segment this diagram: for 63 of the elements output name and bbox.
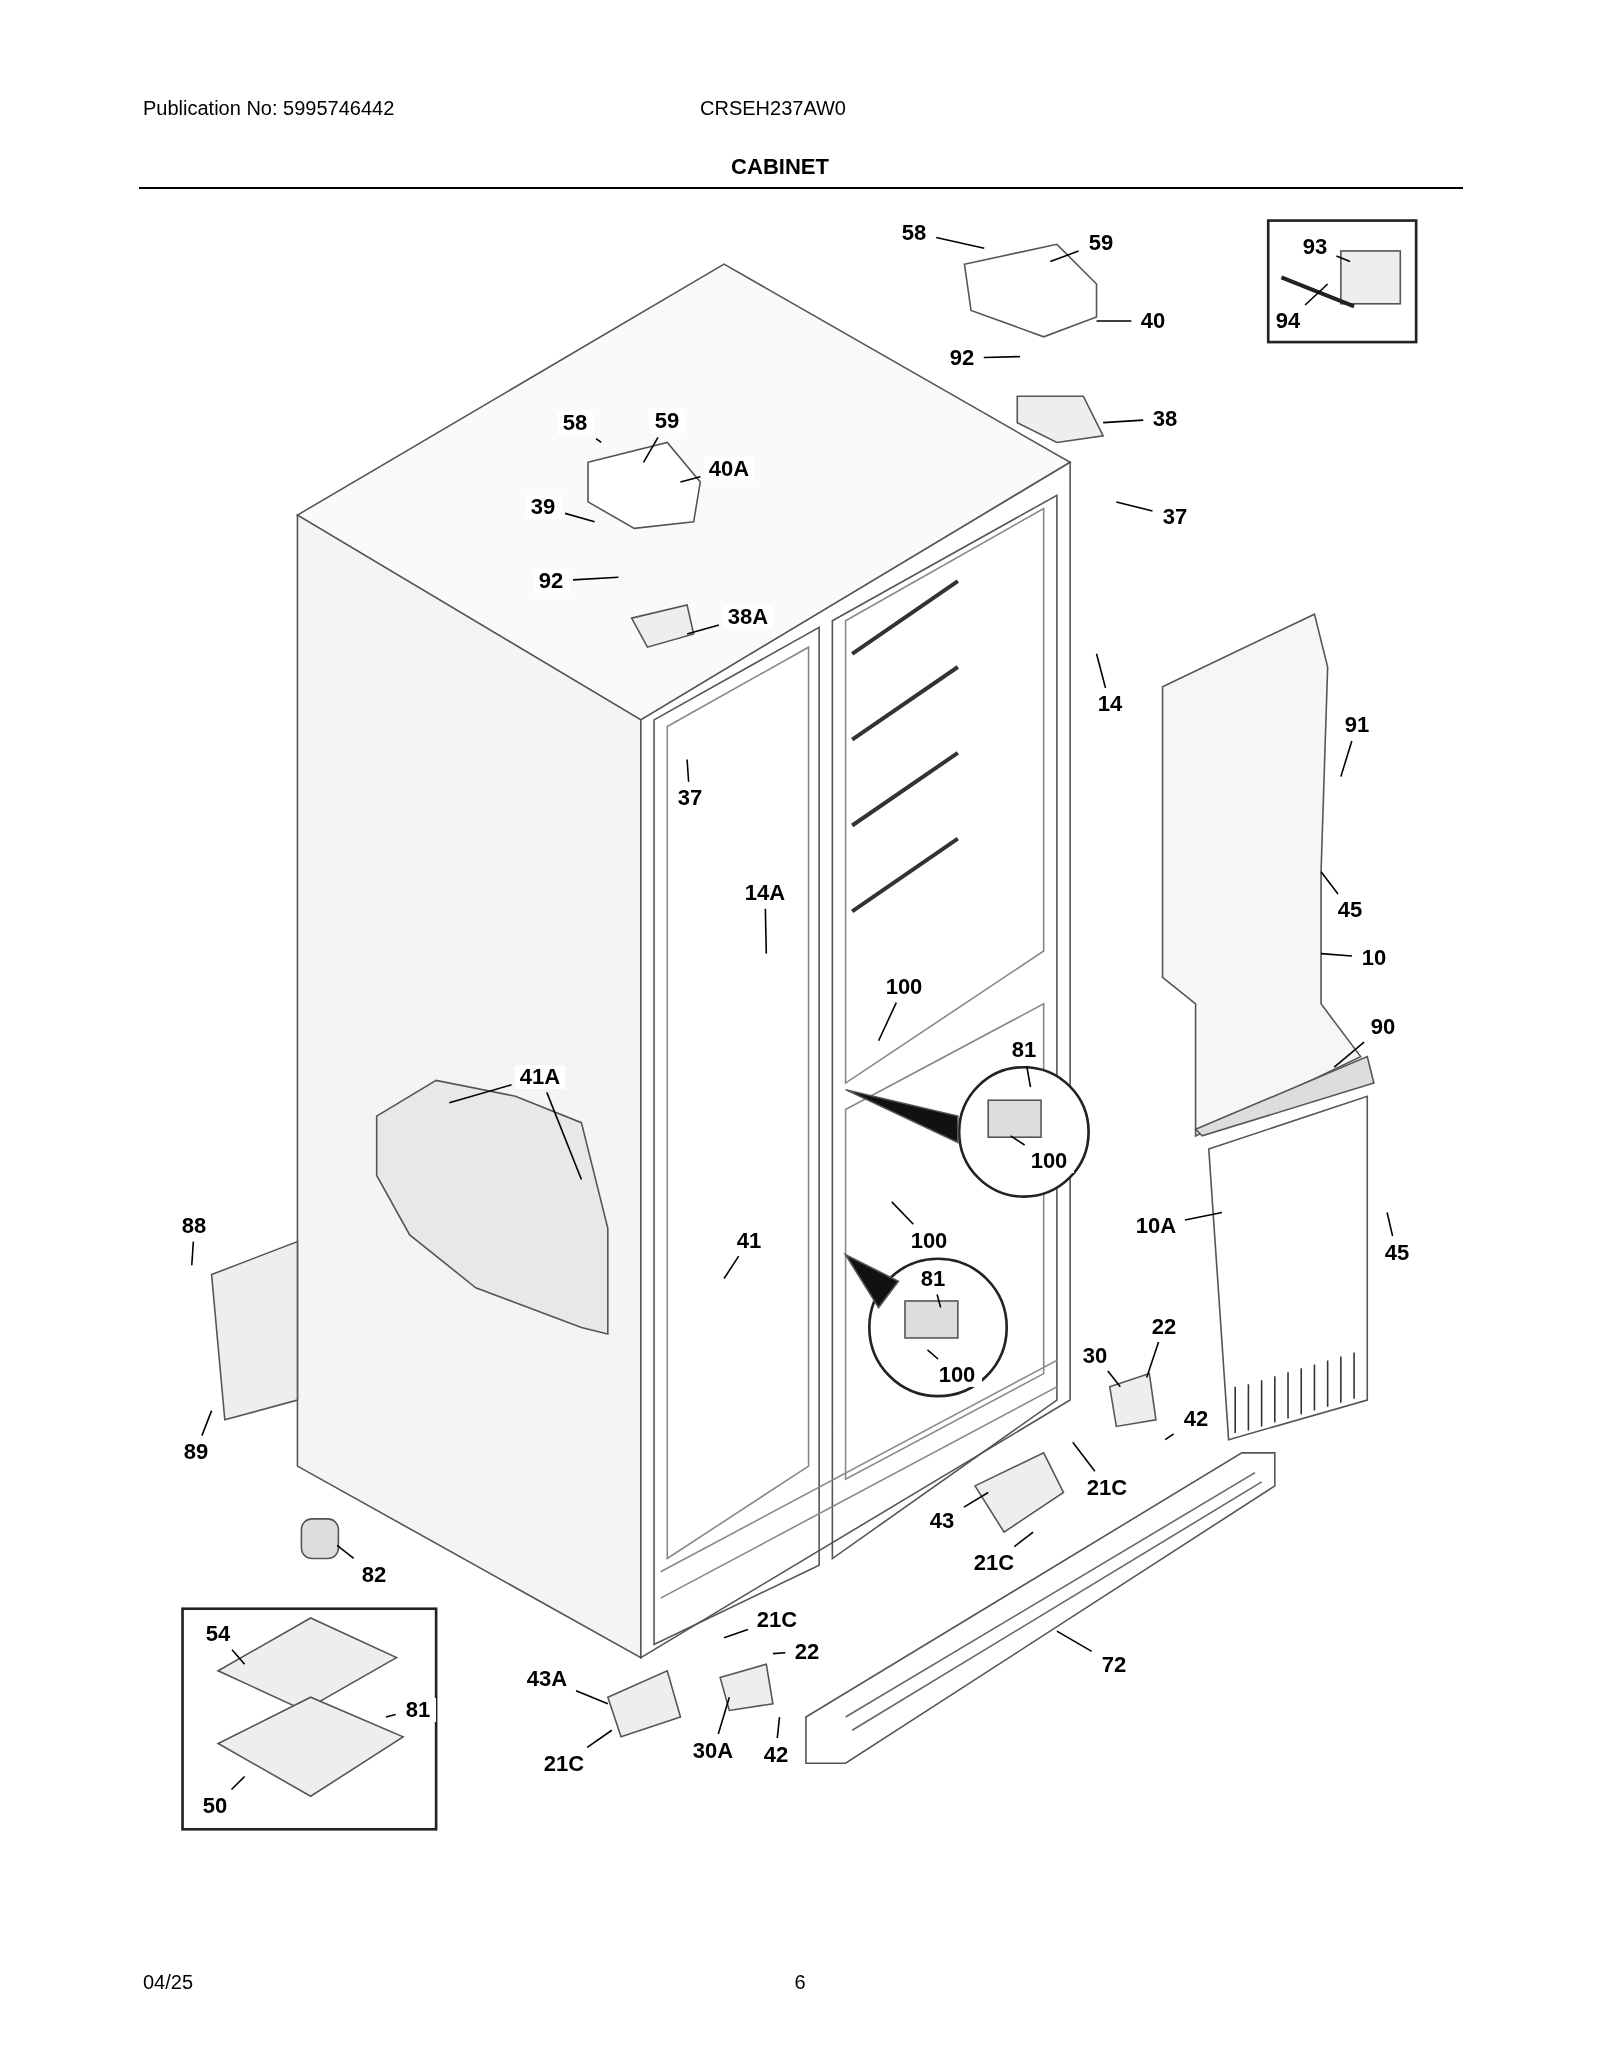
leader-line (679, 475, 702, 483)
callout-number: 40A (704, 457, 754, 481)
leader-line (1071, 1441, 1096, 1473)
leader-line (572, 576, 620, 581)
leader-line (1320, 952, 1353, 957)
leader-line (1107, 1370, 1122, 1388)
leader-line (1102, 419, 1145, 424)
leader-line (776, 1716, 781, 1739)
leader-line (575, 1689, 609, 1705)
leader-line (1184, 1211, 1223, 1221)
leader-line (1056, 1630, 1093, 1653)
leader-line (926, 1349, 939, 1360)
leader-line (1386, 1211, 1394, 1237)
leader-line (877, 1001, 898, 1042)
leader-line (564, 512, 596, 523)
leader-line (586, 1729, 613, 1749)
leader-line (1304, 283, 1329, 306)
leader-line (1095, 320, 1133, 322)
callout-number: 59 (649, 409, 685, 433)
leader-line (717, 1696, 731, 1735)
leader-line (201, 1409, 213, 1437)
leader-line (1320, 870, 1339, 895)
leader-line (723, 1628, 749, 1639)
leader-line (1095, 653, 1107, 689)
callout-number: 58 (557, 411, 593, 435)
date-text: 04/25 (143, 1972, 194, 1992)
leader-line (385, 1713, 397, 1718)
leader-line (772, 1651, 787, 1655)
leader-line (231, 1649, 246, 1665)
leader-line (1164, 1433, 1175, 1441)
header-text: Publication No: 5995746442 (143, 98, 395, 118)
leader-line (448, 1084, 513, 1104)
leader-line (891, 1201, 915, 1226)
leader-line (935, 236, 986, 250)
leader-line (1333, 1041, 1365, 1068)
leader-line (686, 624, 720, 635)
leader-line (595, 437, 602, 444)
leader-line (1013, 1531, 1034, 1548)
leader-line (764, 908, 768, 955)
leader-line (1340, 740, 1353, 778)
callout-number: 38A (723, 605, 773, 629)
leader-line (546, 1091, 583, 1181)
leader-line (336, 1544, 355, 1560)
page-number: 6 (794, 1972, 806, 1992)
leader-line (1009, 1135, 1026, 1146)
leader-line (1025, 1065, 1032, 1088)
leader-line (1145, 1341, 1160, 1379)
leader-line (1115, 501, 1154, 512)
callout-number: 41A (515, 1065, 565, 1089)
header-text: CRSEH237AW0 (700, 98, 846, 118)
leader-line (642, 436, 659, 464)
leader-line (963, 1491, 989, 1508)
leader-line (936, 1293, 942, 1309)
leader-line (723, 1255, 740, 1280)
leader-line (1049, 250, 1080, 263)
callout-number: 39 (525, 495, 561, 519)
callout-number: 92 (533, 569, 569, 593)
leader-line (191, 1240, 195, 1267)
leader-line (982, 355, 1021, 359)
section-title: CABINET (731, 156, 829, 178)
leader-line (230, 1775, 246, 1791)
leader-line (1335, 255, 1351, 263)
leader-line (686, 758, 690, 783)
